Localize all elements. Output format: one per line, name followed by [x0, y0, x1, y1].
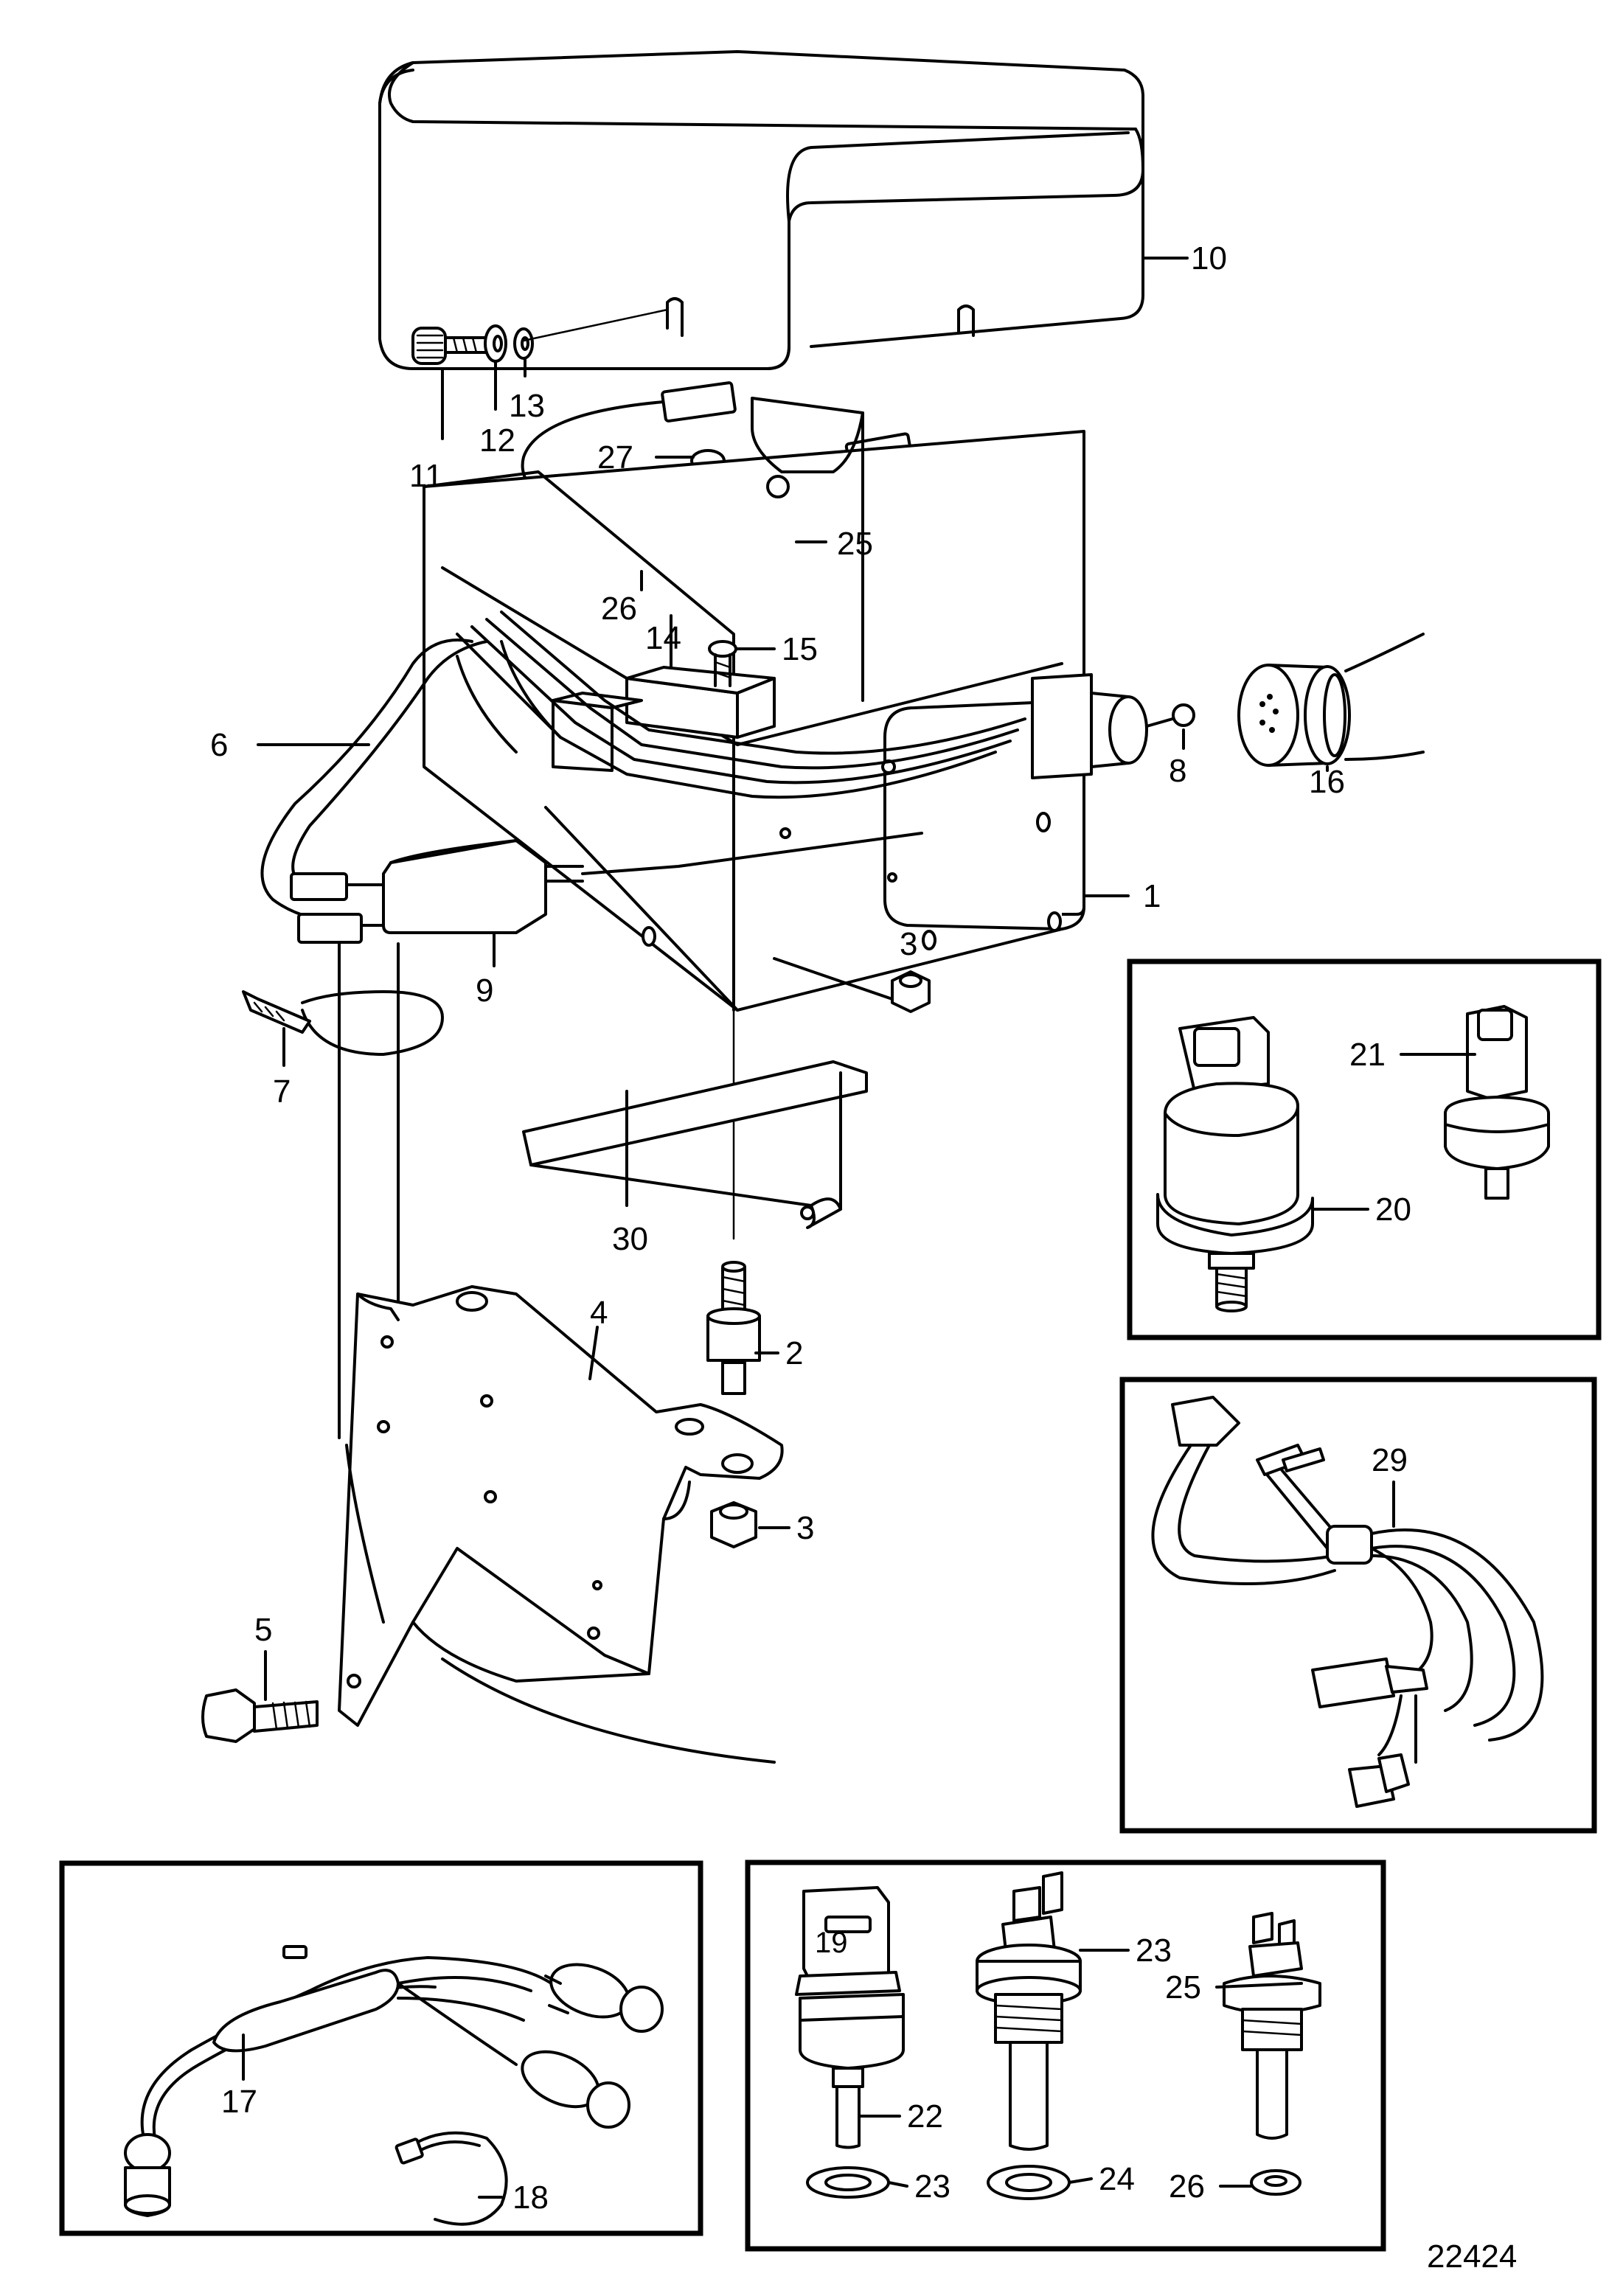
- callout-6: 6: [210, 727, 228, 763]
- knob-screw-part-11: [411, 327, 488, 365]
- callout-2: 2: [785, 1335, 803, 1371]
- callout-25: 26: [1169, 2168, 1205, 2205]
- connector-part-8: [1031, 673, 1195, 779]
- callout-3-top: 3: [900, 926, 917, 962]
- callout-labels: 10 11 12 13 27 25 26 14 15 6 8 16 1 9 3 …: [210, 240, 1517, 2275]
- callout-13: 13: [509, 388, 545, 424]
- callout-21: 22: [907, 2098, 943, 2135]
- callout-15: 15: [782, 631, 818, 667]
- callout-3-bottom: 3: [796, 1510, 814, 1546]
- inset-box-sensors-21-25: [745, 1860, 1386, 2252]
- inset-box-sensors-19-20: [1127, 959, 1602, 1340]
- temp-sensor-part-24: [1223, 1912, 1321, 2140]
- callout-14: 14: [645, 620, 681, 656]
- washer-part-25: [1250, 2169, 1301, 2196]
- angle-bracket-part-30: [522, 1060, 868, 1229]
- callout-23-left: 23: [914, 2168, 950, 2205]
- callout-5: 5: [254, 1612, 272, 1648]
- wiring-harness-part-6: [260, 610, 1026, 923]
- inset-box-cable-17-18: [59, 1860, 703, 2236]
- callout-11: 11: [409, 458, 443, 494]
- bracket-part-1: [423, 397, 1085, 1012]
- callout-23-right: 24: [1099, 2161, 1135, 2197]
- mount-bracket-part-4: [338, 1285, 784, 1764]
- pressure-switch-part-20: [1444, 1005, 1550, 1200]
- callout-27: 26: [601, 591, 637, 627]
- callout-24: 25: [1165, 1969, 1201, 2005]
- callout-29: 29: [1372, 1442, 1408, 1478]
- callout-18: 18: [512, 2180, 549, 2216]
- bolt-part-5: [201, 1688, 319, 1743]
- callout-12: 12: [479, 422, 515, 459]
- callout-20: 21: [1349, 1037, 1386, 1073]
- pressure-sensor-part-19: [1156, 1016, 1314, 1312]
- callout-7: 7: [273, 1074, 291, 1110]
- cable-harness-part-29: [1151, 1396, 1544, 1808]
- callout-28: 27: [597, 439, 633, 476]
- drawing-reference-number: 22424: [1427, 2238, 1517, 2275]
- callout-4: 4: [590, 1295, 608, 1331]
- stud-part-2: [706, 1261, 761, 1395]
- callout-16: 16: [1309, 764, 1345, 800]
- callout-19: 20: [1375, 1192, 1411, 1228]
- temp-sensor-part-21: 19: [795, 1886, 905, 2199]
- adapter-cable-part-17: [124, 1945, 664, 2217]
- callout-9: 9: [476, 973, 493, 1009]
- relay-part-14: [552, 666, 776, 772]
- module-part-9: [290, 832, 923, 944]
- washer-part-12: [484, 324, 507, 363]
- callout-10: 10: [1191, 240, 1227, 276]
- callout-8: 8: [1169, 753, 1186, 789]
- cable-tie-part-18: [395, 2131, 508, 2226]
- inset-box-cable-29: [1119, 1377, 1597, 1834]
- callout-22: 23: [1136, 1933, 1172, 1969]
- callout-17: 17: [221, 2084, 257, 2120]
- nut-part-3-top: [891, 970, 931, 1013]
- cover-part-10: [378, 50, 1144, 370]
- callout-1: 1: [1143, 878, 1161, 914]
- nut-part-3-bottom: [710, 1501, 757, 1548]
- plug-part-16: [1237, 633, 1425, 767]
- callout-30: 30: [612, 1221, 648, 1257]
- leader-lines: [242, 257, 1476, 2199]
- washer-part-13: [513, 327, 534, 360]
- callout-26: 25: [837, 526, 873, 562]
- temp-sensor-part-22: [976, 1871, 1082, 2200]
